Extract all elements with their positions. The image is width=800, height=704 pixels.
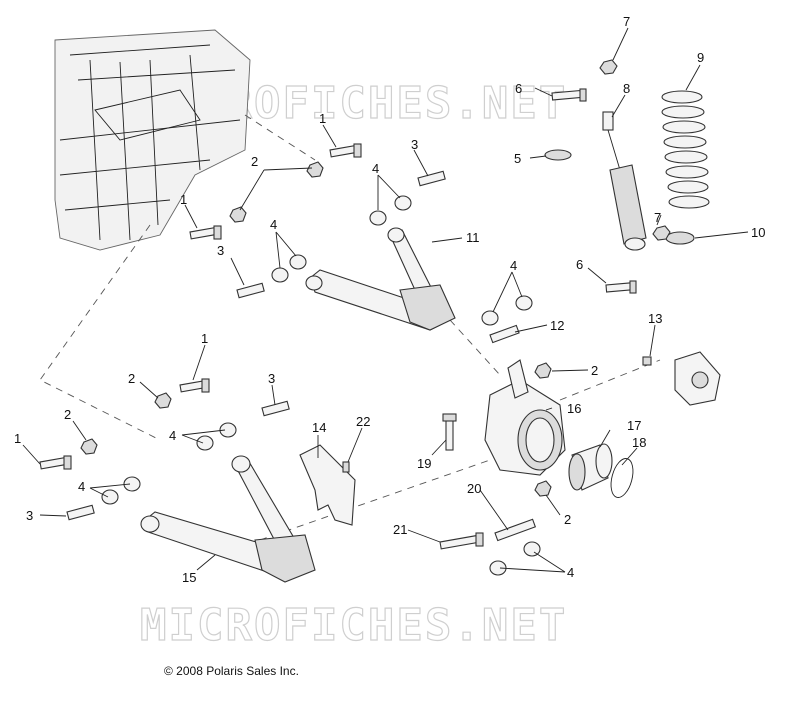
nut	[534, 362, 552, 379]
callout: 5	[514, 151, 521, 166]
pin	[494, 518, 537, 542]
callout: 10	[751, 225, 765, 240]
callout: 2	[64, 407, 71, 422]
nut	[599, 59, 618, 75]
callout: 1	[180, 192, 187, 207]
bolt	[439, 532, 484, 550]
callout: 20	[467, 481, 481, 496]
callout: 6	[515, 81, 522, 96]
sleeve	[261, 400, 290, 417]
vehicle-frame	[54, 29, 251, 251]
bolt	[551, 88, 587, 102]
callout: 3	[26, 508, 33, 523]
callout: 1	[319, 111, 326, 126]
callout: 2	[251, 154, 258, 169]
coil-spring	[661, 90, 710, 209]
sleeve	[236, 282, 265, 299]
callout: 2	[128, 371, 135, 386]
callout: 16	[567, 401, 581, 416]
bolt	[329, 143, 362, 158]
callout: 3	[268, 371, 275, 386]
lower-a-arm	[140, 455, 316, 583]
callout: 3	[411, 137, 418, 152]
bushing-pair	[196, 422, 237, 451]
bushing-pair	[271, 254, 307, 283]
callout: 2	[591, 363, 598, 378]
washer	[544, 149, 572, 161]
callout: 3	[217, 243, 224, 258]
screw	[342, 461, 350, 473]
callout: 8	[623, 81, 630, 96]
bushing-pair	[101, 476, 141, 505]
callout: 17	[627, 418, 641, 433]
wheel-bearing	[568, 443, 613, 491]
sleeve	[417, 170, 446, 187]
bushing-pair	[481, 295, 533, 326]
callout: 13	[648, 311, 662, 326]
bolt	[442, 413, 457, 451]
copyright-notice: © 2008 Polaris Sales Inc.	[164, 664, 299, 678]
callout: 21	[393, 522, 407, 537]
bolt	[179, 378, 210, 393]
callout: 1	[14, 431, 21, 446]
callout: 2	[564, 512, 571, 527]
callout: 12	[550, 318, 564, 333]
callout: 11	[466, 230, 480, 245]
callout: 7	[623, 14, 630, 29]
bolt	[605, 280, 637, 294]
callout-labels: 1 2 3 4 1 3 4 11 4 12 2 7 6 8 9 5 7 10 6…	[14, 14, 765, 585]
bolt	[39, 455, 72, 470]
callout: 7	[654, 210, 661, 225]
nut	[229, 206, 247, 223]
callout: 4	[372, 161, 379, 176]
nut	[534, 480, 552, 497]
callout: 14	[312, 420, 326, 435]
callout: 1	[201, 331, 208, 346]
bolt	[189, 225, 222, 240]
skid-plate	[299, 444, 356, 526]
pin	[489, 324, 520, 344]
callout: 4	[270, 217, 277, 232]
callout: 4	[510, 258, 517, 273]
callout: 4	[78, 479, 85, 494]
callout: 22	[356, 414, 370, 429]
watermark-bottom: MICROFICHES.NET	[140, 600, 567, 651]
callout: 9	[697, 50, 704, 65]
nut	[652, 225, 671, 241]
nut	[80, 438, 98, 455]
upper-a-arm	[305, 227, 456, 331]
callout: 15	[182, 570, 196, 585]
shock-absorber	[602, 111, 647, 251]
callout: 19	[417, 456, 431, 471]
bushing-pair	[369, 195, 412, 226]
nut	[154, 392, 172, 409]
nut	[306, 161, 324, 178]
spring-retainer	[665, 231, 695, 245]
brake-caliper	[642, 351, 721, 406]
bearing-carrier	[484, 359, 566, 476]
callout: 4	[567, 565, 574, 580]
callout: 6	[576, 257, 583, 272]
callout: 18	[632, 435, 646, 450]
sleeve	[66, 504, 95, 521]
callout: 4	[169, 428, 176, 443]
